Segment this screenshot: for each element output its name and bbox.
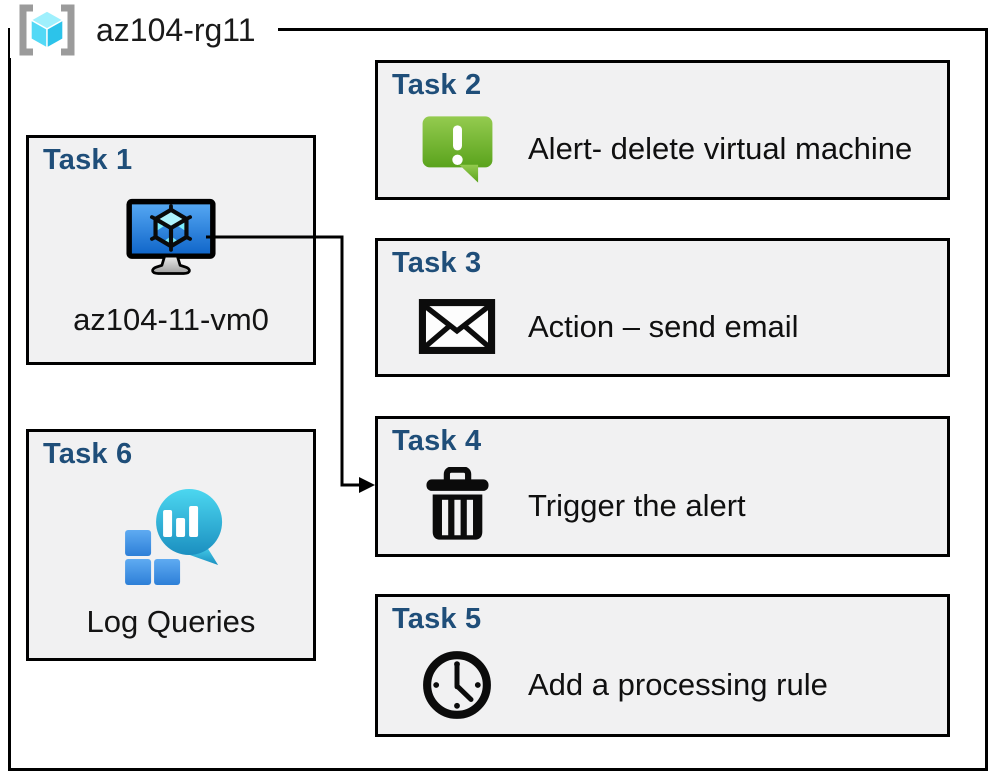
task-4-box: Task 4 Trigger the alert (375, 416, 950, 557)
task-5-box: Task 5 Add a processing rule (375, 594, 950, 737)
resource-group-icon (19, 4, 75, 56)
task-4-heading: Task 4 (392, 425, 482, 457)
email-envelope-icon (418, 299, 496, 354)
task-6-heading: Task 6 (43, 438, 133, 470)
alert-message-icon-cell (416, 111, 498, 188)
alert-message-icon (422, 115, 492, 183)
clock-icon (423, 650, 491, 719)
task-2-box: Task 2 Alert- delete virtual machine (375, 60, 950, 200)
task-2-label: Alert- delete virtual machine (528, 131, 913, 166)
task-1-label: az104-11-vm0 (73, 302, 269, 337)
task-6-label: Log Queries (86, 604, 256, 639)
task-2-heading: Task 2 (392, 69, 482, 101)
log-queries-icon (125, 489, 223, 585)
task-3-box: Task 3 Action – send email (375, 238, 950, 377)
task-3-label: Action – send email (528, 308, 799, 344)
task-3-heading: Task 3 (392, 247, 482, 279)
task-5-label: Add a processing rule (528, 666, 828, 702)
task-1-box: Task 1 az104-11-vm0 (26, 135, 316, 365)
resource-group-label: az104-rg11 (96, 11, 256, 48)
virtual-machine-icon (126, 198, 216, 275)
task-6-box: Task 6 Log Queries (26, 429, 316, 661)
clock-icon-cell (416, 647, 498, 723)
trash-can-icon-cell (416, 466, 498, 545)
task-4-label: Trigger the alert (528, 487, 746, 523)
task-5-heading: Task 5 (392, 603, 482, 635)
email-envelope-icon-cell (416, 298, 498, 355)
trash-can-icon (425, 466, 489, 540)
task-1-heading: Task 1 (43, 144, 133, 176)
resource-group-header: az104-rg11 (10, 2, 278, 58)
